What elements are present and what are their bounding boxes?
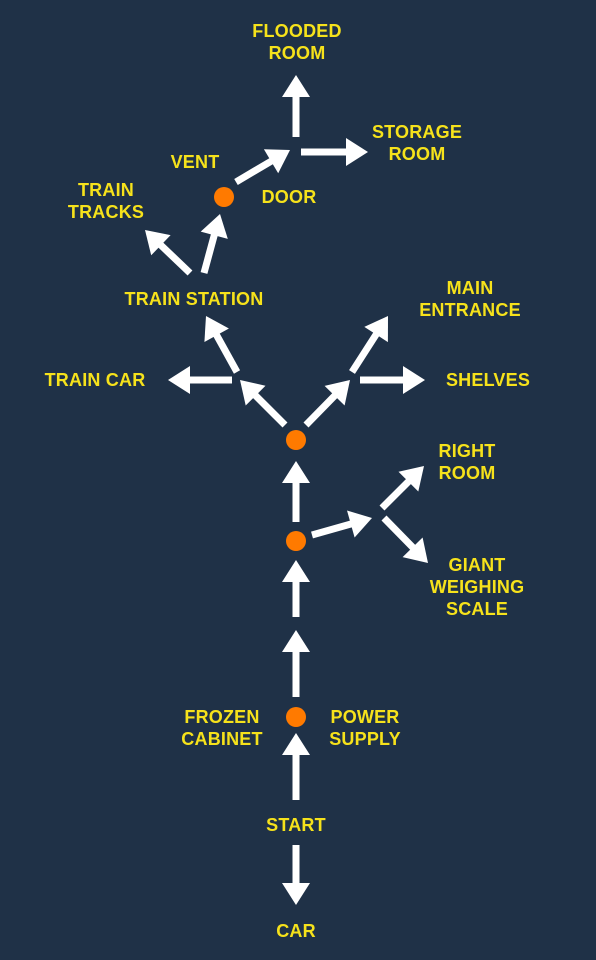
arrow-junction-top-to-vent-branch — [234, 149, 290, 186]
arrow-junction-middle-to-right-branch — [311, 510, 372, 539]
arrow-junction-lower-up-2 — [282, 560, 310, 617]
arrow-junction-middle-to-right-branch-head — [347, 510, 372, 538]
arrow-right-branch-to-main-entrance — [349, 316, 388, 374]
junction-node-lower — [286, 707, 306, 727]
label-train-tracks: TRAIN TRACKS — [67, 180, 145, 222]
arrow-junction-upper-to-left-branch-head — [240, 380, 266, 406]
arrow-right-branch-to-main-entrance-head — [364, 316, 388, 343]
arrow-right-branch-to-shelves-head — [403, 366, 425, 394]
arrow-left-branch-to-train-car — [168, 366, 232, 394]
arrow-right-branch-to-right-room-head — [398, 466, 424, 492]
arrow-start-to-junction-lower-head — [282, 733, 310, 755]
arrow-right-branch-to-right-room-shaft — [379, 478, 412, 511]
arrow-right-branch-to-weighing-scale — [381, 515, 428, 563]
arrow-junction-lower-up-2-head — [282, 560, 310, 582]
arrow-train-station-to-train-tracks-head — [145, 230, 171, 256]
label-main-entrance: MAIN ENTRANCE — [419, 278, 521, 320]
label-frozen-cabinet: FROZEN CABINET — [181, 707, 263, 749]
arrow-train-station-to-junction-top — [200, 214, 228, 274]
arrow-start-to-junction-lower — [282, 733, 310, 800]
arrow-right-branch-to-main-entrance-shaft — [349, 331, 380, 374]
arrow-vent-branch-to-storage-room-head — [346, 138, 368, 166]
arrow-junction-top-to-vent-branch-head — [263, 149, 290, 174]
label-train-station: TRAIN STATION — [124, 289, 264, 309]
arrow-train-station-to-train-tracks-shaft — [157, 241, 193, 276]
label-giant-weighing-scale: GIANT WEIGHING SCALE — [429, 555, 525, 619]
arrow-start-to-car-head — [282, 883, 310, 905]
arrow-right-branch-to-weighing-scale-shaft — [381, 515, 416, 551]
arrow-right-branch-to-right-room — [379, 466, 424, 511]
arrow-junction-top-to-vent-branch-shaft — [234, 157, 274, 186]
arrow-junction-lower-up-1-head — [282, 630, 310, 652]
label-right-room: RIGHT ROOM — [438, 441, 496, 483]
arrow-junction-middle-to-right-branch-shaft — [311, 520, 353, 539]
arrow-vent-branch-to-storage-room — [301, 138, 368, 166]
arrow-vent-branch-to-flooded-room-head — [282, 75, 310, 97]
arrow-right-branch-to-shelves — [360, 366, 425, 394]
label-flooded-room: FLOODED ROOM — [252, 21, 342, 63]
junction-node-middle — [286, 531, 306, 551]
arrow-start-to-car — [282, 845, 310, 905]
arrow-junction-upper-to-left-branch-shaft — [252, 392, 288, 428]
arrow-left-branch-to-train-station — [204, 316, 241, 374]
label-start: START — [266, 815, 326, 835]
arrow-left-branch-to-train-station-head — [204, 316, 229, 342]
arrow-left-branch-to-train-station-shaft — [213, 332, 241, 374]
arrow-right-branch-to-weighing-scale-head — [402, 537, 428, 563]
junction-node-top — [214, 187, 234, 207]
arrow-left-branch-to-train-car-head — [168, 366, 190, 394]
arrow-junction-lower-up-1 — [282, 630, 310, 697]
arrow-junction-upper-to-right-branch-shaft — [303, 392, 338, 428]
label-door: DOOR — [261, 187, 317, 207]
arrow-junction-middle-to-upper — [282, 461, 310, 522]
label-train-car: TRAIN CAR — [44, 370, 146, 390]
label-car: CAR — [276, 921, 316, 941]
arrow-junction-upper-to-right-branch-head — [324, 380, 350, 406]
label-shelves: SHELVES — [445, 370, 531, 390]
arrow-junction-middle-to-upper-head — [282, 461, 310, 483]
arrow-junction-upper-to-left-branch — [240, 380, 288, 428]
arrow-train-station-to-train-tracks — [145, 230, 193, 276]
arrow-vent-branch-to-flooded-room — [282, 75, 310, 137]
label-vent: VENT — [170, 152, 220, 172]
label-storage-room: STORAGE ROOM — [371, 122, 463, 164]
label-power-supply: POWER SUPPLY — [329, 707, 401, 749]
arrow-train-station-to-junction-top-shaft — [200, 233, 218, 274]
junction-node-upper — [286, 430, 306, 450]
arrow-junction-upper-to-right-branch — [303, 380, 350, 428]
arrow-train-station-to-junction-top-head — [200, 214, 228, 239]
